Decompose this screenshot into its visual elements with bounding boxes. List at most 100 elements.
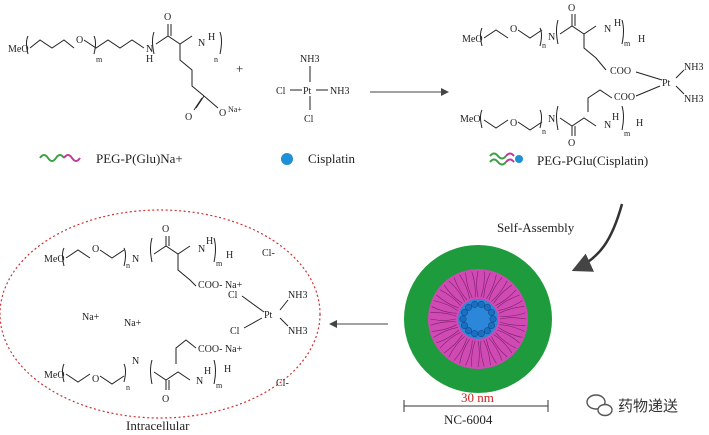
- n-sub-br: n: [542, 127, 546, 136]
- n-in-1b: N: [198, 244, 205, 255]
- o-in-2: O: [92, 374, 99, 385]
- n-sub: n: [214, 55, 218, 64]
- peg-chain-icon-3: [489, 158, 507, 166]
- micelle-chain-lines: [429, 270, 527, 368]
- pglu-chain-icon-2: [505, 152, 515, 157]
- n-tr: N: [548, 32, 555, 43]
- h-br-end: H: [636, 118, 643, 129]
- meo-in-1: MeO: [44, 254, 65, 265]
- h-in-2-end: H: [224, 364, 231, 375]
- legend-polymer-cisplatin: PEG-PGlu(Cisplatin): [489, 152, 648, 168]
- meo-bottom-right: MeO: [460, 114, 481, 125]
- m-sub-br: m: [624, 129, 631, 138]
- m-sub-in-1: m: [216, 259, 223, 268]
- peg-pglu-cisplatin-structure: MeO O n N O N H m H COO Pt NH3 NH3 COO M…: [460, 3, 703, 149]
- m-sub: m: [96, 55, 103, 64]
- nh3-tr-2: NH3: [684, 94, 703, 105]
- nh3-tr-1: NH3: [684, 62, 703, 73]
- h-tr-2: H: [614, 18, 621, 29]
- micelle-core-dots: [459, 300, 497, 338]
- cisplatin-label: Cisplatin: [308, 151, 355, 166]
- meo-label: MeO: [8, 44, 29, 55]
- cl-ion-2: Cl-: [276, 378, 289, 389]
- n-br: N: [548, 114, 555, 125]
- n-tr-2: N: [604, 24, 611, 35]
- coo-bottom: COO: [614, 92, 635, 103]
- n-sub-in-2: n: [126, 383, 130, 392]
- pt-tr: Pt: [662, 78, 671, 89]
- peg-chain-icon: [39, 154, 65, 162]
- n-label-2: N: [198, 38, 205, 49]
- o-label-3: O: [185, 112, 192, 123]
- peg-pglu-na-label: PEG-P(Glu)Na+: [96, 151, 183, 166]
- o-in-1: O: [92, 244, 99, 255]
- intracellular-label: Intracellular: [126, 418, 190, 433]
- n-label: N: [146, 44, 153, 55]
- coo-na-in-1: COO- Na+: [198, 280, 243, 291]
- wechat-bubble-icon: [586, 394, 613, 417]
- n-sub-in-1: n: [126, 261, 130, 270]
- peg-pglu-cis-label: PEG-PGlu(Cisplatin): [537, 153, 648, 168]
- pglu-chain-icon-3: [505, 158, 515, 163]
- cisplatin-structure: NH3 Cl Pt NH3 Cl: [276, 54, 349, 125]
- pt-in: Pt: [264, 310, 273, 321]
- carbonyl-o-tr: O: [568, 3, 575, 14]
- peg-pglu-na-structure: MeO O m N H O N H n O O Na+: [8, 12, 242, 123]
- cl-left: Cl: [276, 86, 286, 97]
- h-label-2: H: [208, 32, 215, 43]
- scale-bar: 30 nm NC-6004: [403, 390, 549, 427]
- carbonyl-o-br: O: [568, 138, 575, 149]
- h-in-1-end: H: [226, 250, 233, 261]
- cl-bottom: Cl: [304, 114, 314, 125]
- scale-label: 30 nm: [461, 390, 494, 405]
- legend-cisplatin: Cisplatin: [281, 151, 355, 166]
- n-in-1: N: [132, 254, 139, 265]
- na-sup-label: Na+: [228, 105, 242, 114]
- nh3-in-2: NH3: [288, 326, 307, 337]
- coo-na-in-2: COO- Na+: [198, 344, 243, 355]
- plus-sign: +: [236, 61, 243, 76]
- intracellular-boundary: [0, 209, 321, 419]
- peg-chain-icon-2: [489, 152, 507, 160]
- nh3-right: NH3: [330, 86, 349, 97]
- carbonyl-o: O: [164, 12, 171, 23]
- carbonyl-o-in-2: O: [162, 394, 169, 405]
- intracellular-contents: MeO O n N O N H m H COO- Na+ Cl- Cl Pt N…: [44, 224, 307, 405]
- o-minus-label: O: [219, 108, 226, 119]
- o-label: O: [76, 35, 83, 46]
- meo-in-2: MeO: [44, 370, 65, 381]
- watermark-text: 药物递送: [618, 397, 678, 415]
- meo-top-right: MeO: [462, 34, 483, 45]
- na-ion-1: Na+: [82, 312, 100, 323]
- cisplatin-dot-icon: [281, 153, 293, 165]
- h-label: H: [146, 54, 153, 65]
- n-sub-tr: n: [542, 41, 546, 50]
- cisplatin-dot-icon-2: [515, 155, 523, 163]
- n-in-2b: N: [196, 376, 203, 387]
- h-tr-end: H: [638, 34, 645, 45]
- pglu-chain-icon: [63, 154, 81, 162]
- cl-ion-1: Cl-: [262, 248, 275, 259]
- o-tr: O: [510, 24, 517, 35]
- n-in-2: N: [132, 356, 139, 367]
- m-sub-tr: m: [624, 39, 631, 48]
- na-ion-2: Na+: [124, 318, 142, 329]
- h-in-2b: H: [204, 366, 211, 377]
- h-br-2: H: [612, 112, 619, 123]
- self-assembly-label: Self-Assembly: [497, 220, 575, 235]
- h-in-1b: H: [206, 236, 213, 247]
- o-br: O: [510, 118, 517, 129]
- micelle-nc6004: [404, 245, 552, 393]
- nh3-in-1: NH3: [288, 290, 307, 301]
- carbonyl-o-in-1: O: [162, 224, 169, 235]
- nh3-top: NH3: [300, 54, 319, 65]
- coo-top: COO: [610, 66, 631, 77]
- watermark: 药物递送: [586, 394, 678, 417]
- cl-in-2: Cl: [230, 326, 240, 337]
- legend-polymer: PEG-P(Glu)Na+: [39, 151, 183, 166]
- m-sub-in-2: m: [216, 381, 223, 390]
- cl-in-1: Cl: [228, 290, 238, 301]
- pt-center: Pt: [303, 86, 312, 97]
